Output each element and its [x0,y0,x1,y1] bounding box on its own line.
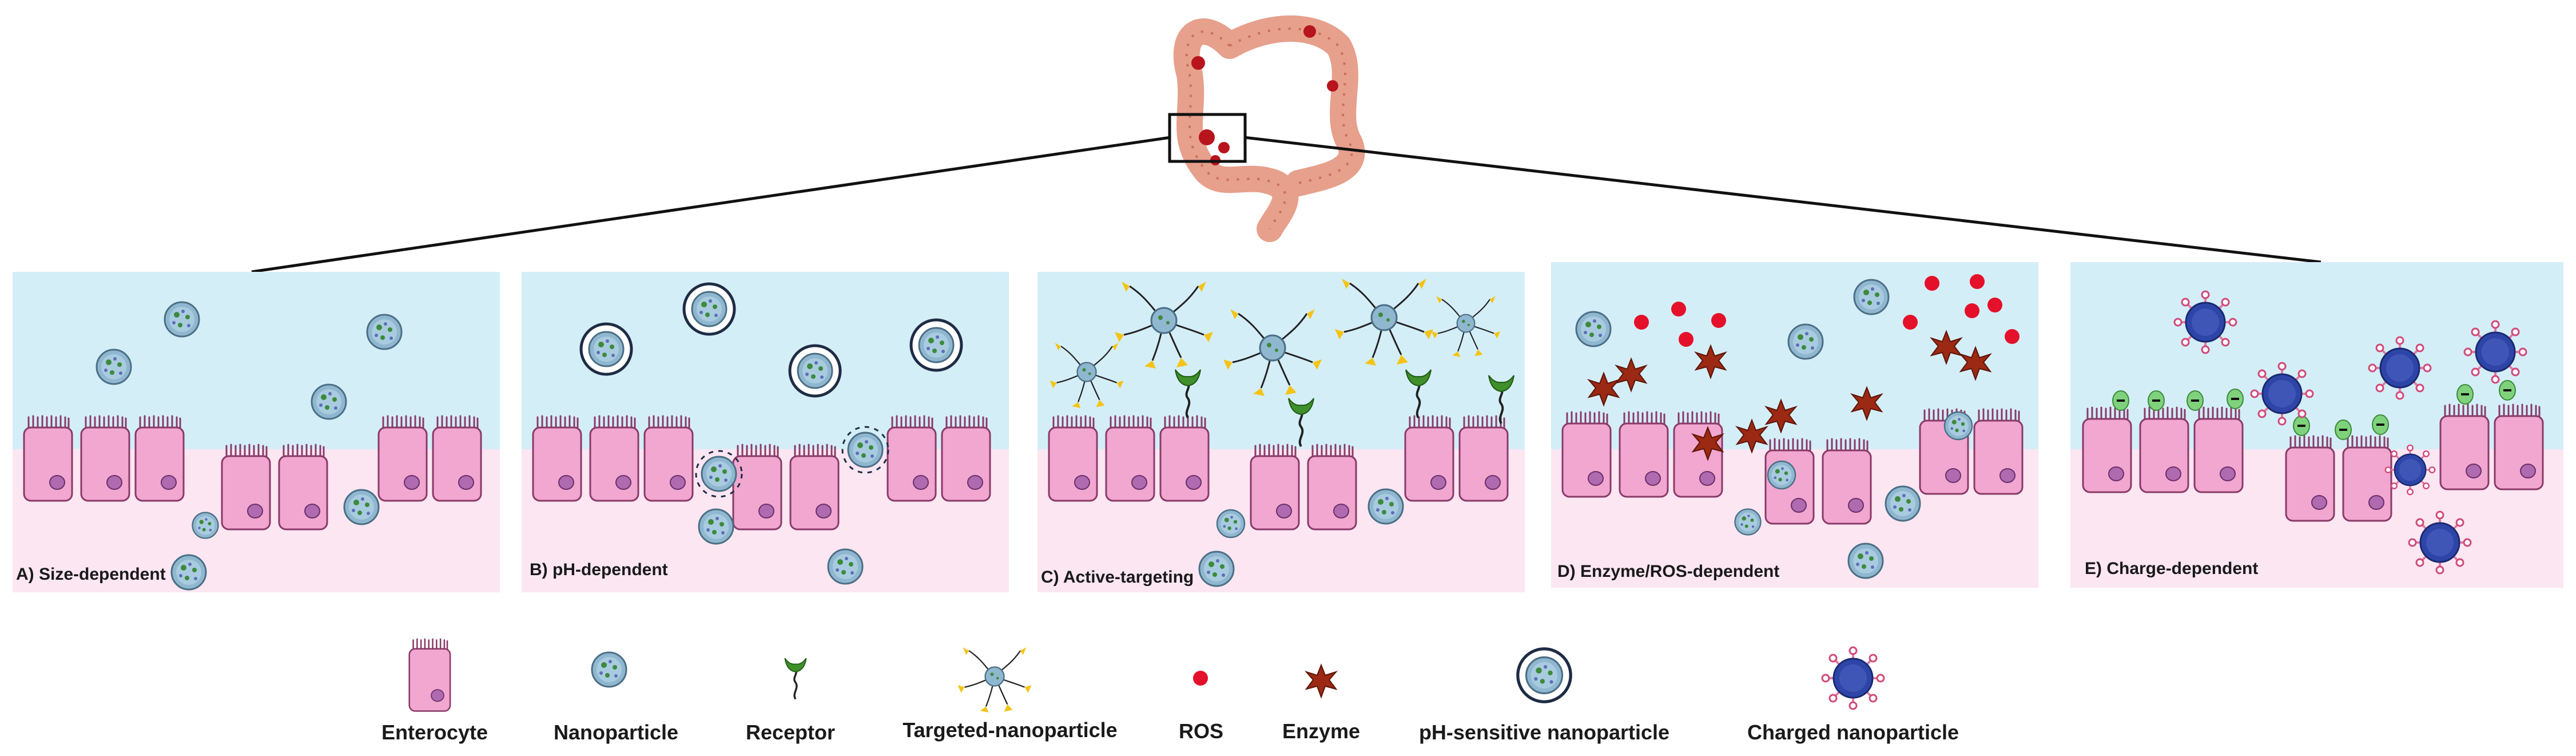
charged-nanoparticle [2173,290,2237,354]
legend-label: Enterocyte [381,721,488,744]
legend-label: ROS [1179,719,1223,743]
nanoparticle [1787,323,1824,360]
legend-label: Enzyme [1282,719,1360,743]
charged-nanoparticle [2384,444,2436,496]
negative-charge [2498,379,2517,401]
ph-sensitive-nanoparticle [911,320,961,370]
ros [1634,315,1649,330]
ph-sensitive-nanoparticle-icon [1518,649,1571,702]
ros [1711,313,1726,328]
negative-charge [2112,390,2130,411]
legend-item-enterocyte: Enterocyte [381,638,488,744]
ros [1965,303,1979,318]
charged-nanoparticle [2463,320,2527,384]
ros [1903,315,1918,330]
panel-label: B) pH-dependent [530,560,668,579]
nanoparticle [1943,411,1973,441]
nanoparticle [1216,509,1246,539]
negative-charge [2371,414,2390,436]
colon-illustration [1168,15,1365,242]
ros [1925,276,1939,291]
panel-label: A) Size-dependent [16,565,166,584]
ph-sensitive-nanoparticle [581,324,631,374]
nanoparticle-icon [591,651,627,688]
panel-enzyme-ros-dependent: D) Enzyme/ROS-dependent [1551,262,2038,588]
ros [1671,302,1686,316]
ph-sensitive-nanoparticle [790,346,840,396]
enterocyte-icon [408,638,451,712]
panel-label: D) Enzyme/ROS-dependent [1557,562,1779,581]
nanoparticle [96,349,132,385]
panel-label: E) Charge-dependent [2085,559,2258,578]
zoom-line-right [1243,136,2321,264]
charged-nanoparticle [2250,362,2314,426]
panel-ph-dependent: B) pH-dependent [522,272,1009,592]
receptor-icon [784,657,808,700]
nanoparticle [366,314,403,350]
nanoparticle [311,383,347,420]
legend-label: Targeted-nanoparticle [903,718,1117,742]
charged-nanoparticle [2368,336,2432,400]
legend-item-targeted-nanoparticle: Targeted-nanoparticle [903,646,1118,742]
ros [1987,298,2002,312]
negative-charge [2226,388,2244,410]
enzyme-icon [1306,664,1337,698]
legend-item-nanoparticle: Nanoparticle [554,651,678,744]
legend-label: Charged nanoparticle [1747,721,1959,744]
panel-size-dependent: A) Size-dependent [13,272,500,592]
panel-label: C) Active-targeting [1041,568,1194,587]
nanoparticle [170,554,207,591]
nanoparticle [343,489,380,525]
legend-item-receptor: Receptor [746,657,835,744]
legend-item-ph-sensitive-nanoparticle: pH-sensitive nanoparticle [1419,649,1669,744]
nanoparticle [698,508,734,545]
nanoparticle [1575,311,1612,347]
legend-label: Receptor [746,721,835,744]
ros [2005,329,2020,344]
nanoparticle [827,548,864,585]
nanoparticle [1367,488,1404,525]
panel-active-targeting: C) Active-targeting [1037,272,1525,592]
negative-charge [2292,415,2311,437]
nanoparticle [1885,485,1921,522]
ros [1679,332,1694,347]
nanoparticle [1853,279,1890,315]
nanoparticle [192,512,219,539]
nanoparticle [1767,460,1796,490]
legend-label: Nanoparticle [554,721,678,744]
zoom-line-left [251,136,1171,274]
negative-charge [2456,383,2474,405]
negative-charge [2334,419,2352,441]
negative-charge [2186,390,2204,411]
nanoparticle [1198,551,1235,587]
charged-nanoparticle-icon [1821,646,1885,710]
nanoparticle [164,301,200,338]
targeted-nanoparticle-icon [957,646,1032,714]
nanoparticle [1734,508,1762,536]
nanoparticle [1847,543,1884,579]
legend-item-charged-nanoparticle: Charged nanoparticle [1747,646,1959,744]
panel-charge-dependent: E) Charge-dependent [2070,262,2563,588]
charged-nanoparticle [2408,510,2472,575]
ros [1970,274,1985,289]
legend-label: pH-sensitive nanoparticle [1419,721,1669,744]
legend-item-enzyme: Enzyme [1282,664,1360,743]
legend-item-ros: ROS [1179,671,1223,743]
negative-charge [2147,390,2165,411]
ros-icon [1193,671,1208,686]
ph-sensitive-nanoparticle [684,284,734,334]
legend: Enterocyte Nanoparticle Receptor Targete… [381,638,1959,744]
